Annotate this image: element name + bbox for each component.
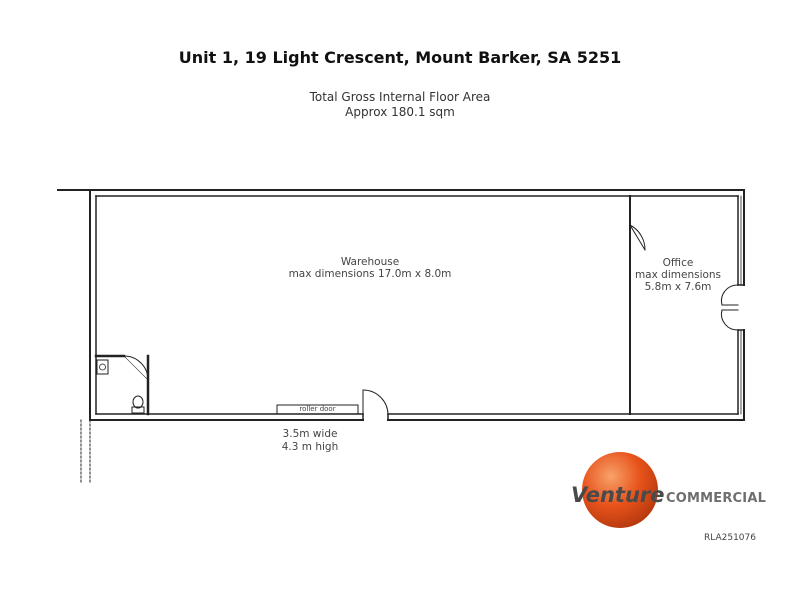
logo-sphere [582,452,658,528]
roller-door-width: 3.5m wide [282,428,338,440]
office-label: Office max dimensions 5.8m x 7.6m [630,257,726,293]
roller-door-height: 4.3 m high [281,441,339,453]
office-name: Office [662,257,694,269]
roller-door-label: roller door [299,405,336,413]
roller-door-dimensions: 3.5m wide 4.3 m high [255,428,365,454]
roller-door [276,404,359,415]
page-title: Unit 1, 19 Light Crescent, Mount Barker,… [178,48,622,67]
logo-suffix: COMMERCIAL [666,491,767,506]
logo-brand: Venture [571,483,665,507]
floor-area-value: Approx 180.1 sqm [345,105,455,119]
warehouse-name: Warehouse [340,256,400,268]
reference-code: RLA251076 [704,533,756,543]
warehouse-label: Warehouse max dimensions 17.0m x 8.0m [270,256,470,280]
office-dimensions-1: max dimensions [634,269,722,281]
door-swing [362,389,389,415]
warehouse-dimensions: max dimensions 17.0m x 8.0m [288,268,452,280]
floor-area-info: Total Gross Internal Floor Area Approx 1… [0,90,800,120]
basin [96,359,109,375]
toilet [132,395,144,409]
floor-area-title: Total Gross Internal Floor Area [309,90,491,104]
office-dimensions-2: 5.8m x 7.6m [644,281,712,293]
